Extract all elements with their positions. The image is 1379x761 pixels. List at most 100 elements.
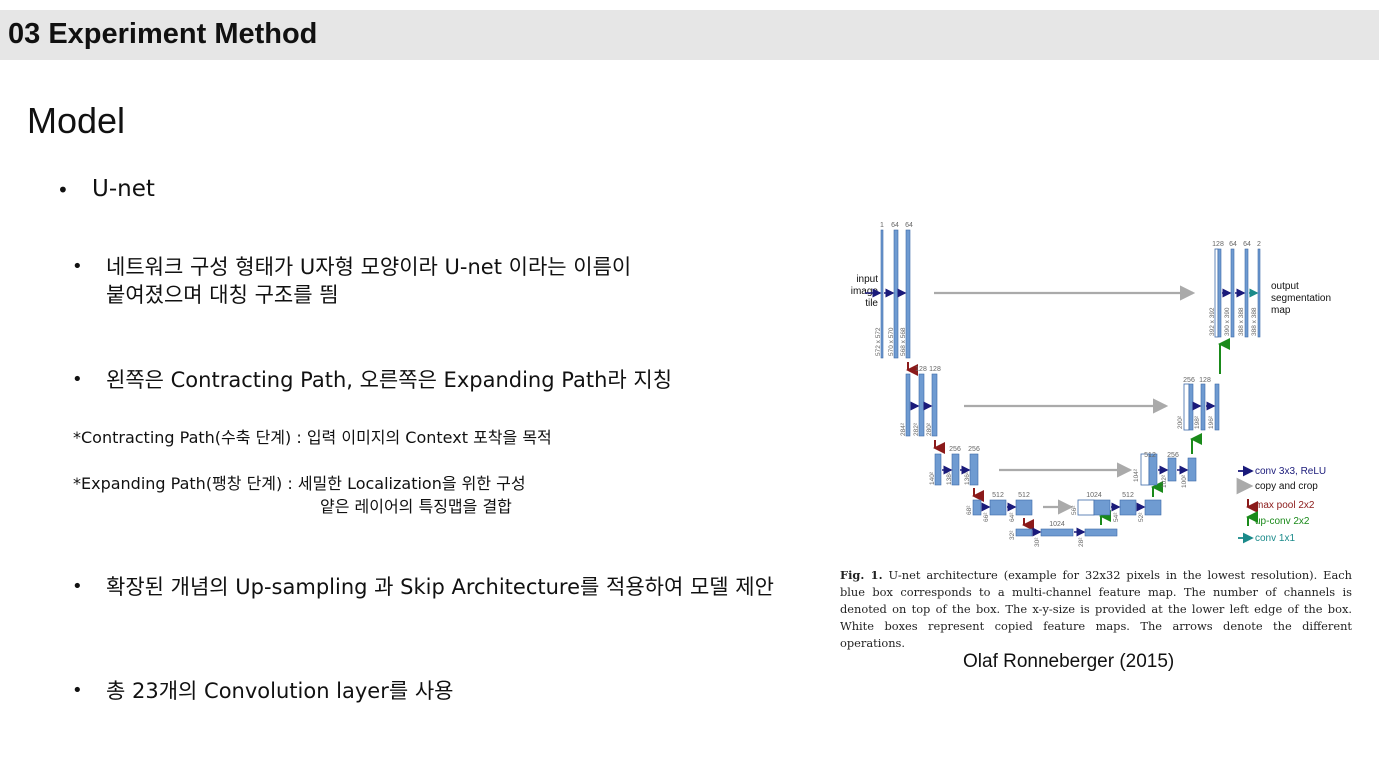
feature-map — [1230, 248, 1235, 338]
note-expanding: *Expanding Path(팽창 단계) : 세밀한 Localizatio… — [73, 474, 526, 493]
size-label: 28² — [1078, 537, 1085, 547]
size-label: 138² — [946, 471, 953, 485]
bullet-marker: • — [57, 178, 69, 202]
legend-conv1x1-label: conv 1x1 — [1255, 533, 1295, 544]
page-title: 03 Experiment Method — [8, 18, 318, 50]
bullet-text: 왼쪽은 Contracting Path, 오른쪽은 Expanding Pat… — [106, 368, 673, 392]
size-label: 282² — [913, 422, 920, 436]
feature-map — [1093, 499, 1111, 516]
size-label: 100² — [1181, 474, 1188, 488]
feature-map — [1188, 383, 1194, 431]
copied-feature-map — [1183, 383, 1190, 431]
legend-pool-label: max pool 2x2 — [1255, 500, 1315, 511]
legend-conv-label: conv 3x3, ReLU — [1255, 466, 1326, 477]
feature-map — [989, 499, 1007, 516]
input-label-2: image — [851, 286, 879, 297]
size-label: 284² — [900, 422, 907, 436]
feature-map — [1144, 499, 1162, 516]
bullet-text: 총 23개의 Convolution layer를 사용 — [106, 679, 454, 703]
channel-label: 2 — [1257, 241, 1261, 248]
size-label: 68² — [966, 505, 973, 515]
caption-text: U-net architecture (example for 32x32 pi… — [840, 568, 1353, 650]
feature-map — [934, 453, 942, 486]
feature-map — [969, 453, 979, 486]
size-label: 200² — [1177, 415, 1184, 429]
legend-copy-label: copy and crop — [1255, 481, 1318, 492]
channel-label: 1 — [880, 222, 884, 229]
channel-label: 64 — [891, 222, 899, 229]
channel-label: 1024 — [1086, 492, 1102, 499]
legend-upconv-label: up-conv 2x2 — [1255, 516, 1310, 527]
note-contracting: *Contracting Path(수축 단계) : 입력 이미지의 Conte… — [73, 428, 552, 447]
feature-map — [1187, 457, 1197, 482]
output-label-2: segmentation — [1271, 293, 1331, 304]
size-label: 30² — [1034, 537, 1041, 547]
size-label: 196² — [1208, 415, 1215, 429]
channel-label: 128 — [929, 366, 941, 373]
size-label: 52² — [1138, 512, 1145, 522]
size-label: 56² — [1071, 505, 1078, 515]
channel-label: 256 — [1183, 377, 1195, 384]
channel-label: 512 — [1122, 492, 1134, 499]
feature-map — [1214, 383, 1220, 431]
bullet-text-line1: 네트워크 구성 형태가 U자형 모양이라 U-net 이라는 이름이 — [106, 255, 632, 279]
size-label: 388 x 388 — [1238, 307, 1245, 336]
feature-map — [1167, 457, 1177, 482]
size-label: 280² — [926, 422, 933, 436]
size-label: 32² — [1009, 530, 1016, 540]
bullet-text: 확장된 개념의 Up-sampling 과 Skip Architecture를… — [106, 575, 774, 599]
channel-label: 512 — [1144, 452, 1156, 459]
channel-label: 128 — [1212, 241, 1224, 248]
unet-diagram: input image tile 1 64 64 572 x 572 570 x… — [851, 222, 1331, 547]
feature-map — [972, 499, 982, 516]
feature-map — [1084, 528, 1118, 537]
channel-label: 128 — [915, 366, 927, 373]
feature-map — [905, 373, 911, 437]
size-label: 568 x 568 — [900, 327, 907, 356]
input-label-3: tile — [865, 298, 878, 309]
size-label: 64² — [1009, 512, 1016, 522]
feature-map — [1200, 383, 1206, 431]
feature-map — [951, 453, 960, 486]
feature-map — [1148, 453, 1158, 486]
section-title: Model — [27, 100, 126, 141]
feature-map — [1244, 248, 1249, 338]
size-label: 198² — [1194, 415, 1201, 429]
bullet-marker: • — [72, 369, 83, 390]
channel-label: 64 — [905, 222, 913, 229]
feature-map — [1015, 528, 1033, 537]
channel-label: 64 — [1229, 241, 1237, 248]
channel-label: 256 — [968, 446, 980, 453]
size-label: 102² — [1161, 474, 1168, 488]
bullet-marker: • — [72, 680, 83, 701]
channel-label: 256 — [949, 446, 961, 453]
bullet-unet: • U-net — [57, 176, 155, 202]
figure-caption: Fig. 1. U-net architecture (example for … — [840, 567, 1352, 652]
feature-map — [1015, 499, 1033, 516]
size-label: 388 x 388 — [1251, 307, 1258, 336]
bullet-marker: • — [72, 576, 83, 597]
size-label: 572 x 572 — [875, 327, 882, 356]
output-label-1: output — [1271, 281, 1299, 292]
channel-label: 512 — [992, 492, 1004, 499]
size-label: 390 x 390 — [1224, 307, 1231, 336]
size-label: 392 x 392 — [1209, 307, 1216, 336]
copied-feature-map — [1077, 499, 1095, 516]
size-label: 66² — [983, 512, 990, 522]
size-label: 54² — [1113, 512, 1120, 522]
size-label: 104² — [1133, 468, 1140, 482]
size-label: 140² — [929, 471, 936, 485]
channel-label: 256 — [1167, 452, 1179, 459]
feature-map — [1257, 248, 1261, 338]
output-label-3: map — [1271, 305, 1291, 316]
channel-label: 1024 — [1049, 521, 1065, 528]
caption-label: Fig. 1. — [840, 568, 883, 582]
channel-label: 64 — [1243, 241, 1251, 248]
bullet-text-line2: 붙여졌으며 대칭 구조를 띔 — [106, 283, 339, 307]
input-label-1: input — [856, 274, 878, 285]
feature-map — [1119, 499, 1137, 516]
feature-map — [1040, 528, 1074, 537]
bullet-text: U-net — [92, 176, 155, 202]
channel-label: 512 — [1018, 492, 1030, 499]
bullet-marker: • — [72, 256, 83, 277]
